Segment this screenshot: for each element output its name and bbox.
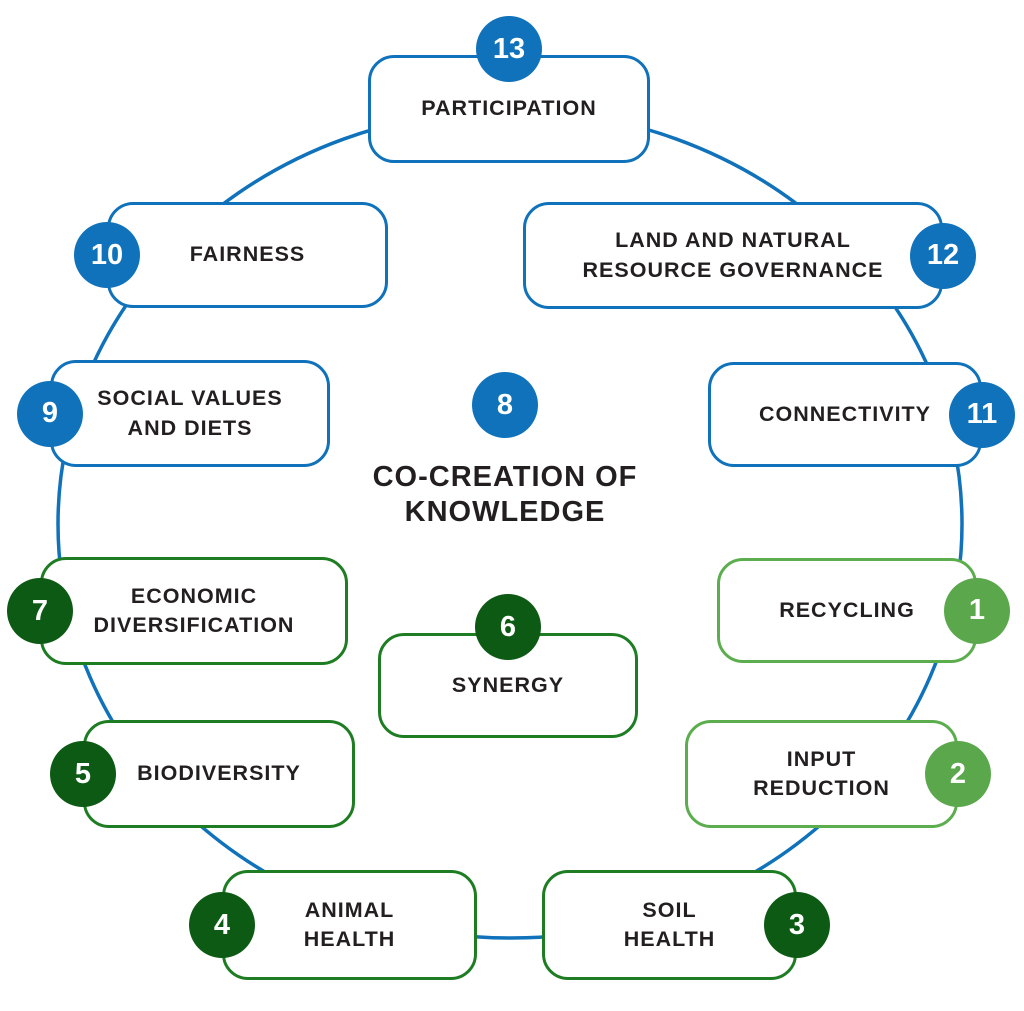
principle-box-soil-health: 3 SOIL HEALTH [542,870,830,980]
principle-box-land-governance: 12 LAND AND NATURAL RESOURCE GOVERNANCE [523,202,976,309]
principle-number-badge: 5 [50,741,116,807]
principle-box-recycling: 1 RECYCLING [717,558,1010,663]
principle-box-input-reduction: 2 INPUT REDUCTION [685,720,991,828]
principle-number-badge: 10 [74,222,140,288]
principle-label: SOCIAL VALUES AND DIETS [97,386,283,440]
principle-label: LAND AND NATURAL RESOURCE GOVERNANCE [582,228,884,282]
principle-box-animal-health: 4 ANIMAL HEALTH [189,870,477,980]
center-title: CO-CREATION OF KNOWLEDGE [372,461,638,528]
principle-number-badge: 7 [7,578,73,644]
center-number-badge: 8 [472,372,538,438]
principle-label: SYNERGY [451,672,565,697]
principle-number-badge: 4 [189,892,255,958]
principle-box-social-values: 9 SOCIAL VALUES AND DIETS [17,360,330,467]
principle-label: RECYCLING [779,597,915,622]
principle-label: ECONOMIC DIVERSIFICATION [93,583,295,637]
principle-number-badge: 1 [944,577,1010,644]
principle-box-economic-diversification: 7 ECONOMIC DIVERSIFICATION [7,557,348,665]
principle-label: ANIMAL HEALTH [303,897,396,951]
principle-box-participation: 13 PARTICIPATION [368,16,650,163]
principle-number-badge: 12 [910,222,976,289]
principle-number-badge: 2 [925,741,991,807]
principle-number-badge: 3 [764,892,830,958]
principle-number-badge: 9 [17,380,83,447]
principle-label: INPUT REDUCTION [753,746,890,800]
principle-number-badge: 11 [949,381,1015,448]
principle-label: SOIL HEALTH [623,897,716,951]
principle-label: CONNECTIVITY [758,401,932,426]
principle-number-badge: 13 [476,16,542,82]
principle-number-badge: 6 [475,594,541,660]
principle-label: BIODIVERSITY [137,761,301,786]
principle-label: PARTICIPATION [421,96,597,121]
principle-box-synergy: 6 SYNERGY [378,594,638,738]
principle-box-biodiversity: 5 BIODIVERSITY [50,720,355,828]
principle-box-connectivity: 11 CONNECTIVITY [708,362,1015,467]
principle-label: FAIRNESS [189,242,306,267]
principle-box-fairness: 10 FAIRNESS [74,202,388,308]
